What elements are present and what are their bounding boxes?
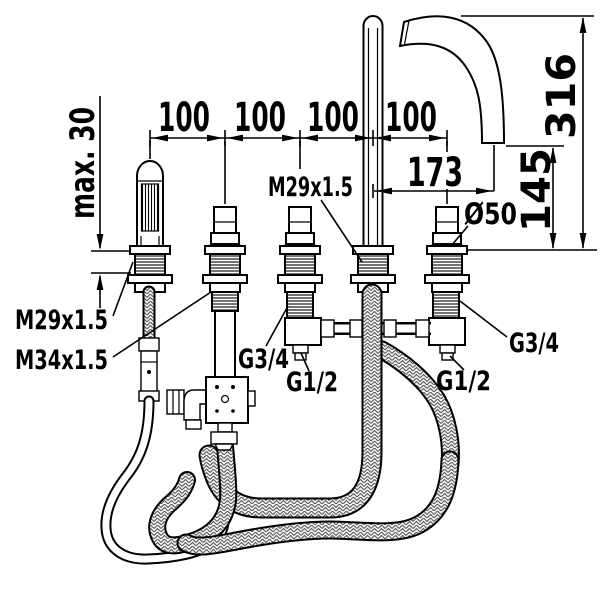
dim-label-316: 316 <box>539 53 585 139</box>
callout-thread-valve-shank: M34x1.5 <box>15 291 212 376</box>
hand-shower-wand <box>136 160 164 249</box>
hand-shower-shank-assembly <box>138 285 160 402</box>
valve-handle-3 <box>426 206 468 249</box>
dim-label-100-2: 100 <box>234 95 286 141</box>
diverter-block <box>205 376 249 424</box>
block-left-nut <box>166 389 185 415</box>
dimension-outlet-height-145: 145 <box>467 145 597 251</box>
spout-curve <box>398 15 506 144</box>
dim-label-100-1: 100 <box>158 95 210 141</box>
escutcheon-valve-2 <box>277 245 323 293</box>
callout-left-outlet: G1/2 <box>286 352 338 398</box>
label-m29-left: M29x1.5 <box>15 305 108 336</box>
right-g12-outlet <box>441 352 454 361</box>
label-g34-left: G3/4 <box>238 344 289 375</box>
label-g12-left: G1/2 <box>286 367 338 398</box>
callout-thread-spout: M29x1.5 <box>268 172 363 263</box>
callout-escutcheon-diameter: Ø50 <box>450 197 517 247</box>
dimension-max-deck-30: max. 30 <box>63 96 131 308</box>
escutcheon-hand-shower <box>127 245 173 293</box>
label-dia50: Ø50 <box>464 197 517 231</box>
dimension-projection-173: 173 <box>372 145 495 198</box>
valve-handle-1 <box>204 206 246 249</box>
callout-left-supply: G3/4 <box>238 305 289 375</box>
diverter-block-bottom-nut <box>210 431 238 451</box>
valve-2-shank-and-elbow <box>284 291 322 361</box>
dim-label-100-4: 100 <box>385 95 437 141</box>
left-g12-outlet <box>294 352 307 361</box>
diverter-block-hose <box>148 437 238 555</box>
dim-label-145: 145 <box>514 148 560 232</box>
spout-supply-hose-right <box>372 340 460 474</box>
hand-shower-grip <box>140 183 160 232</box>
dim-label-173: 173 <box>407 150 463 196</box>
callout-right-supply: G3/4 <box>459 300 559 359</box>
label-m34-left: M34x1.5 <box>15 345 108 376</box>
spout-supply-hose-lower-run <box>176 450 460 556</box>
valve-3-shank-and-elbow <box>428 291 466 361</box>
dim-label-max30: max. 30 <box>63 107 103 219</box>
label-g12-right: G1/2 <box>436 366 491 397</box>
label-g34-right: G3/4 <box>509 328 559 359</box>
dimension-total-height-316: 316 <box>461 15 594 249</box>
dim-label-100-3: 100 <box>307 95 359 141</box>
dimension-spacing-chain: 100 100 100 100 <box>149 95 448 204</box>
callout-right-outlet: G1/2 <box>436 355 491 397</box>
callout-thread-hand-shower: M29x1.5 <box>15 261 134 336</box>
escutcheon-valve-1 <box>202 245 248 293</box>
label-m29-top: M29x1.5 <box>268 172 353 203</box>
spout-center-hose <box>198 283 383 519</box>
valve-handle-2 <box>279 206 321 249</box>
valve-1-shank-and-diverter-block <box>166 291 256 433</box>
escutcheon-valve-3 <box>424 245 470 293</box>
block-left-elbow <box>183 389 207 421</box>
